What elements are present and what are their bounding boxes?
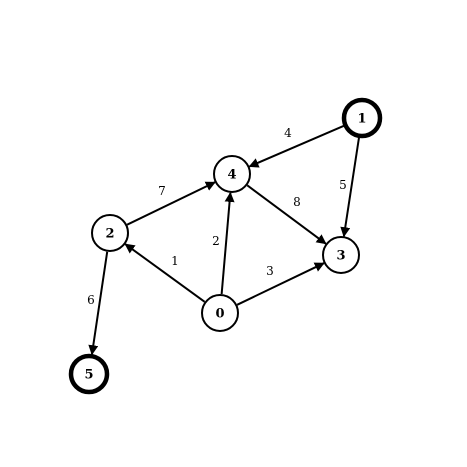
nodes-layer: 0 1 2 3 4 5: [68, 97, 383, 395]
node-2: 2: [91, 214, 129, 252]
node-circle-2: [91, 214, 129, 252]
edge-0-to-3: [236, 262, 325, 306]
edge-2-to-4: [126, 181, 216, 226]
node-3: 3: [322, 236, 360, 274]
node-5: 5: [68, 353, 110, 395]
edge-0-to-4: [220, 191, 235, 295]
edge-4-to-3: [246, 184, 327, 245]
edge-weight-label-0-4: 2: [212, 234, 220, 248]
edge-weight-label-0-3: 3: [266, 264, 274, 278]
edge-1-to-4: [248, 124, 345, 168]
node-circle-5: [68, 353, 110, 395]
node-circle-1: [341, 97, 383, 139]
edge-1-to-3: [340, 137, 360, 238]
node-circle-3: [322, 236, 360, 274]
edge-0-to-2: [124, 243, 206, 303]
node-label-4: 4: [227, 168, 236, 183]
node-label-1: 1: [357, 112, 366, 127]
node-4: 4: [213, 155, 251, 193]
edge-weight-label-4-3: 8: [293, 195, 301, 209]
node-1: 1: [341, 97, 383, 139]
node-label-2: 2: [105, 227, 114, 242]
edge-weight-label-1-3: 5: [339, 178, 347, 192]
node-circle-0: [201, 294, 239, 332]
node-0: 0: [201, 294, 239, 332]
edge-weight-label-2-4: 7: [158, 184, 166, 198]
node-label-0: 0: [215, 307, 224, 322]
node-label-5: 5: [84, 368, 93, 383]
edge-weight-label-1-4: 4: [284, 126, 292, 140]
edges-layer: 4 5 7 8 2 1 3 6: [87, 124, 360, 356]
edge-weight-label-0-2: 1: [171, 254, 179, 268]
edge-2-to-5: [88, 251, 109, 356]
node-label-3: 3: [336, 249, 345, 264]
edge-weight-label-2-5: 6: [87, 293, 95, 307]
node-circle-4: [213, 155, 251, 193]
